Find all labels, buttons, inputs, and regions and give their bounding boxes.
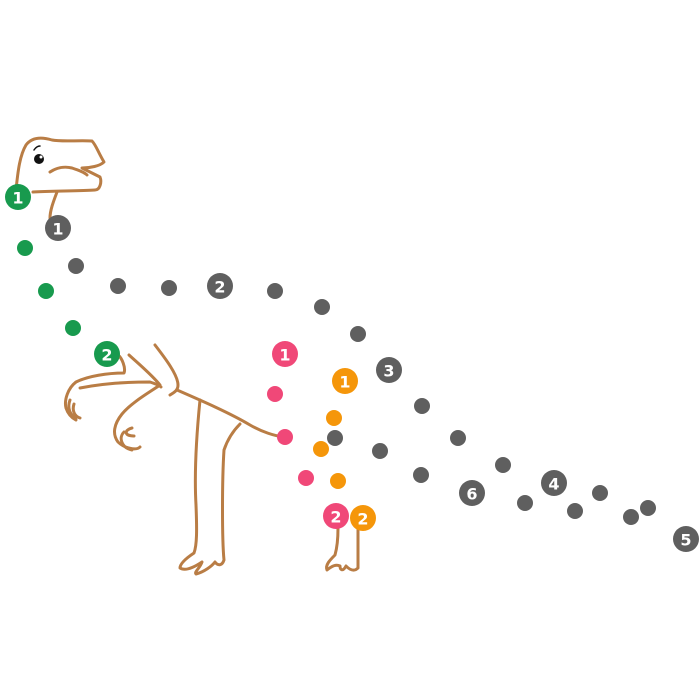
neck-line	[48, 190, 59, 220]
arm-upper	[64, 353, 126, 422]
orange-numbered-dot[interactable]: 1	[332, 368, 358, 394]
pink-dot-number: 2	[330, 508, 341, 527]
gray-dot[interactable]	[267, 283, 283, 299]
gray-dot-number: 4	[548, 475, 559, 494]
arm-inner	[78, 380, 163, 390]
orange-dot[interactable]	[330, 473, 346, 489]
orange-dot-number: 2	[357, 510, 368, 529]
gray-dot[interactable]	[623, 509, 639, 525]
pink-numbered-dot-circle	[272, 341, 298, 367]
green-dot-number: 2	[101, 346, 112, 365]
gray-dot-number: 6	[466, 485, 477, 504]
dots-layer: 1 2 1 2 3 4 5 6 1 2 1 2	[5, 184, 699, 552]
green-dot[interactable]	[38, 283, 54, 299]
pink-numbered-dot[interactable]: 1	[272, 341, 298, 367]
gray-dot[interactable]	[314, 299, 330, 315]
gray-numbered-dot[interactable]: 2	[207, 273, 233, 299]
orange-dot-number: 1	[339, 373, 350, 392]
gray-numbered-dot-circle	[541, 470, 567, 496]
gray-numbered-dot[interactable]: 4	[541, 470, 567, 496]
arm-claw-2	[67, 398, 78, 420]
green-dot[interactable]	[17, 240, 33, 256]
pink-dot[interactable]	[277, 429, 293, 445]
gray-dot[interactable]	[110, 278, 126, 294]
green-numbered-dot-circle	[5, 184, 31, 210]
pink-numbered-dot-circle	[323, 503, 349, 529]
gray-numbered-dot[interactable]: 5	[673, 526, 699, 552]
gray-dot[interactable]	[68, 258, 84, 274]
orange-numbered-dot[interactable]: 2	[350, 505, 376, 531]
gray-numbered-dot-circle	[673, 526, 699, 552]
gray-dot[interactable]	[327, 430, 343, 446]
gray-dot[interactable]	[495, 457, 511, 473]
arm-claw-1	[71, 402, 82, 420]
gray-dot-number: 5	[680, 531, 691, 550]
gray-numbered-dot[interactable]: 3	[376, 357, 402, 383]
gray-numbered-dot[interactable]: 1	[45, 215, 71, 241]
pink-numbered-dot[interactable]: 2	[323, 503, 349, 529]
green-dot[interactable]	[65, 320, 81, 336]
orange-dot[interactable]	[326, 410, 342, 426]
pink-dot[interactable]	[298, 470, 314, 486]
gray-numbered-dot[interactable]: 6	[459, 480, 485, 506]
mouth-line	[48, 165, 89, 177]
gray-dot[interactable]	[640, 500, 656, 516]
gray-dot[interactable]	[450, 430, 466, 446]
green-dot-number: 1	[12, 189, 23, 208]
orange-numbered-dot-circle	[350, 505, 376, 531]
orange-dot[interactable]	[313, 441, 329, 457]
foot-back	[325, 526, 360, 572]
gray-dot-number: 1	[52, 220, 63, 239]
green-numbered-dot[interactable]: 1	[5, 184, 31, 210]
leg-front	[178, 398, 242, 576]
orange-numbered-dot-circle	[332, 368, 358, 394]
gray-dot[interactable]	[567, 503, 583, 519]
gray-dot-number: 3	[383, 362, 394, 381]
gray-numbered-dot-circle	[45, 215, 71, 241]
gray-dot[interactable]	[413, 467, 429, 483]
back-line	[153, 343, 180, 397]
gray-numbered-dot-circle	[376, 357, 402, 383]
eye-icon	[33, 145, 44, 164]
tail-line	[175, 388, 286, 439]
gray-dot[interactable]	[161, 280, 177, 296]
pink-dot-number: 1	[279, 346, 290, 365]
gray-dot[interactable]	[414, 398, 430, 414]
gray-dot[interactable]	[517, 495, 533, 511]
green-numbered-dot[interactable]: 2	[94, 341, 120, 367]
gray-dot[interactable]	[350, 326, 366, 342]
pink-dot[interactable]	[267, 386, 283, 402]
gray-dot[interactable]	[592, 485, 608, 501]
head-outline	[14, 136, 106, 194]
arm-lower-claw	[119, 426, 136, 452]
gray-numbered-dot-circle	[207, 273, 233, 299]
gray-dot[interactable]	[372, 443, 388, 459]
gray-dot-number: 2	[214, 278, 225, 297]
green-numbered-dot-circle	[94, 341, 120, 367]
dinosaur-outline	[14, 136, 360, 576]
gray-numbered-dot-circle	[459, 480, 485, 506]
